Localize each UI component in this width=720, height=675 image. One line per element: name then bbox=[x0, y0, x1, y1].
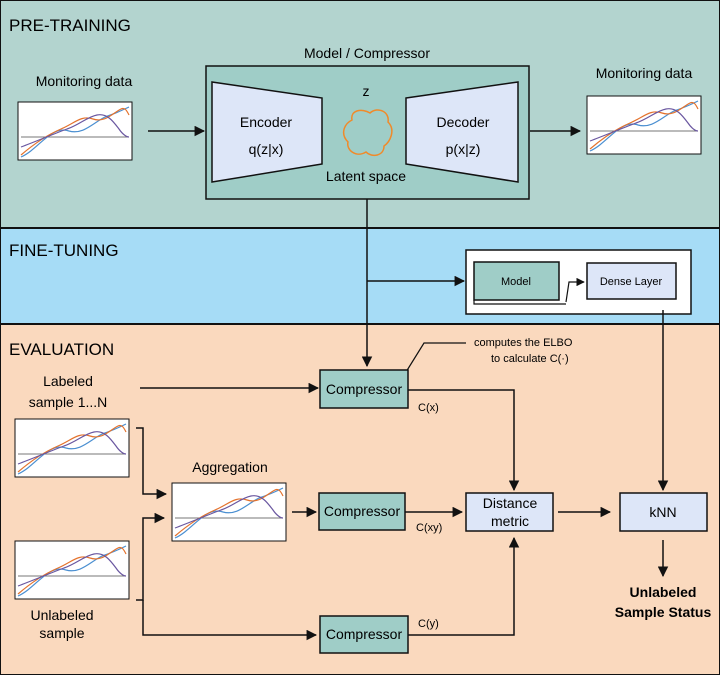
cxy-label: C(xy) bbox=[416, 522, 442, 534]
compressor-y-label: Compressor bbox=[326, 626, 403, 642]
labeled-sample-line2: sample 1...N bbox=[29, 394, 108, 410]
arrow-model-to-dense bbox=[565, 277, 585, 303]
cx-label: C(x) bbox=[418, 402, 439, 414]
distance-metric-line2: metric bbox=[491, 513, 529, 529]
labeled-sample-line1: Labeled bbox=[43, 373, 93, 389]
aggregation-plot bbox=[171, 482, 287, 542]
labeled-sample-plot bbox=[14, 418, 130, 478]
pretraining-title: PRE-TRAINING bbox=[9, 16, 131, 35]
cy-label: C(y) bbox=[418, 618, 439, 630]
compressor-x-label: Compressor bbox=[326, 381, 403, 397]
evaluation-title: EVALUATION bbox=[9, 340, 114, 359]
encoder-formula: q(z|x) bbox=[249, 141, 284, 157]
model-box-shadow bbox=[473, 300, 566, 305]
elbo-note-line1: computes the ELBO bbox=[474, 337, 573, 349]
latent-symbol: z bbox=[363, 83, 370, 99]
unlabeled-sample-plot bbox=[14, 540, 130, 600]
encoder-trapezoid bbox=[211, 81, 323, 183]
finetune-model-label: Model bbox=[501, 276, 531, 288]
compressor-xy-label: Compressor bbox=[324, 503, 401, 519]
input-monitoring-plot bbox=[17, 101, 133, 161]
unlabeled-sample-line2: sample bbox=[39, 625, 84, 641]
unlabeled-sample-line1: Unlabeled bbox=[30, 607, 93, 623]
arrow-labeled-to-aggregation bbox=[136, 427, 168, 500]
result-line2: Sample Status bbox=[615, 604, 712, 620]
decoder-formula: p(x|z) bbox=[446, 141, 481, 157]
elbo-note-pointer bbox=[405, 342, 466, 373]
dense-layer-label: Dense Layer bbox=[600, 276, 663, 288]
output-monitoring-plot bbox=[586, 95, 702, 155]
arrow-cx-to-distance bbox=[408, 389, 520, 492]
input-monitoring-label: Monitoring data bbox=[36, 73, 133, 89]
arrow-unlabeled-to-compressor-y bbox=[142, 600, 318, 641]
decoder-trapezoid bbox=[405, 81, 519, 183]
compressor-x-box bbox=[319, 369, 409, 409]
elbo-note-line2: to calculate C(·) bbox=[491, 353, 569, 365]
knn-box bbox=[619, 492, 708, 532]
finetune-model-box bbox=[473, 261, 560, 301]
model-title: Model / Compressor bbox=[304, 45, 430, 61]
compressor-y-box bbox=[319, 615, 409, 654]
finetuning-title: FINE-TUNING bbox=[9, 241, 119, 260]
arrow-cy-to-distance bbox=[408, 536, 520, 636]
result-line1: Unlabeled bbox=[630, 584, 697, 600]
latent-space-label: Latent space bbox=[326, 168, 406, 184]
aggregation-label: Aggregation bbox=[192, 459, 268, 475]
distance-metric-line1: Distance bbox=[483, 495, 538, 511]
latent-space-blob bbox=[342, 109, 393, 157]
knn-label: kNN bbox=[649, 504, 676, 520]
decoder-title: Decoder bbox=[437, 114, 490, 130]
compressor-xy-box bbox=[318, 492, 406, 531]
encoder-title: Encoder bbox=[240, 114, 292, 130]
distance-metric-box bbox=[465, 492, 554, 532]
dense-layer-box bbox=[586, 262, 677, 300]
arrow-unlabeled-to-aggregation bbox=[136, 512, 166, 601]
output-monitoring-label: Monitoring data bbox=[596, 65, 693, 81]
